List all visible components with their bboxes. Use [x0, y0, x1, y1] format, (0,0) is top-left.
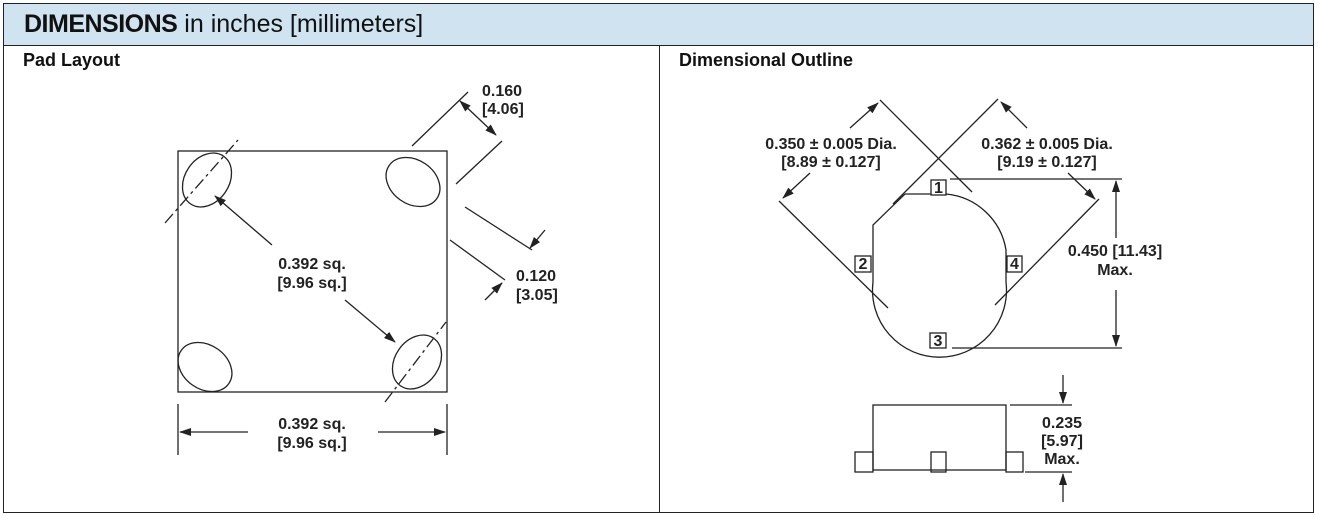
pin-3: 3	[934, 333, 943, 350]
pad-top-left	[181, 152, 233, 208]
pad-dim-a-mm: [4.06]	[482, 101, 524, 118]
body-outline	[871, 193, 1008, 358]
pin-4: 4	[1010, 256, 1019, 273]
diag-dim-mm: [9.96 sq.]	[277, 275, 346, 292]
height-dim: 0.450 [11.43]	[1068, 243, 1162, 260]
side-height-in: 0.235	[1042, 415, 1082, 432]
pin-1: 1	[934, 180, 943, 197]
pad-dim-b-in: 0.120	[516, 268, 556, 285]
pin-2: 2	[859, 256, 868, 273]
dia-left-in: 0.350 ± 0.005 Dia.	[765, 136, 897, 153]
header-bar: DIMENSIONS in inches [millimeters]	[4, 4, 1313, 46]
dimensional-outline-title: Dimensional Outline	[679, 50, 854, 70]
footprint-outline	[177, 150, 448, 393]
title-bold: DIMENSIONS	[24, 10, 178, 38]
pad-dim-b-mm: [3.05]	[516, 287, 558, 304]
pad-bottom-right	[391, 334, 443, 390]
pad-dim-a-in: 0.160	[482, 83, 522, 100]
outline-drawing: 0.350 ± 0.005 Dia. [8.89 ± 0.127] 0.362 …	[765, 98, 1162, 502]
side-height-mm: [5.97]	[1041, 433, 1083, 450]
pad-top-right	[385, 156, 441, 208]
diag-dim-in: 0.392 sq.	[278, 256, 346, 273]
centerline	[384, 321, 447, 403]
dia-right-mm: [9.19 ± 0.127]	[997, 154, 1097, 171]
pad-bottom-left	[177, 341, 233, 393]
dia-right-in: 0.362 ± 0.005 Dia.	[981, 136, 1113, 153]
dim-arrow	[344, 299, 396, 343]
pad-layout-title: Pad Layout	[23, 50, 121, 70]
section-divider	[659, 45, 660, 512]
pin-labels: 1 2 3 4	[854, 179, 1023, 350]
height-max: Max.	[1097, 262, 1133, 279]
side-height-max: Max.	[1044, 451, 1080, 468]
header-title: DIMENSIONS in inches [millimeters]	[24, 10, 423, 39]
dia-left-mm: [8.89 ± 0.127]	[781, 154, 881, 171]
title-rest: in inches [millimeters]	[177, 10, 424, 38]
side-pad	[1005, 451, 1024, 473]
width-dim-mm: [9.96 sq.]	[277, 435, 346, 452]
dim-arrow	[214, 195, 273, 246]
pad-layout-drawing: 0.392 sq. [9.96 sq.] 0.160 [4.06] 0.120 …	[164, 83, 558, 455]
side-view-body	[872, 404, 1007, 471]
width-dim-in: 0.392 sq.	[278, 416, 346, 433]
side-pad	[854, 451, 874, 473]
centerline	[164, 139, 239, 224]
side-pad	[930, 451, 947, 473]
dimensions-panel: DIMENSIONS in inches [millimeters]	[3, 3, 1314, 513]
